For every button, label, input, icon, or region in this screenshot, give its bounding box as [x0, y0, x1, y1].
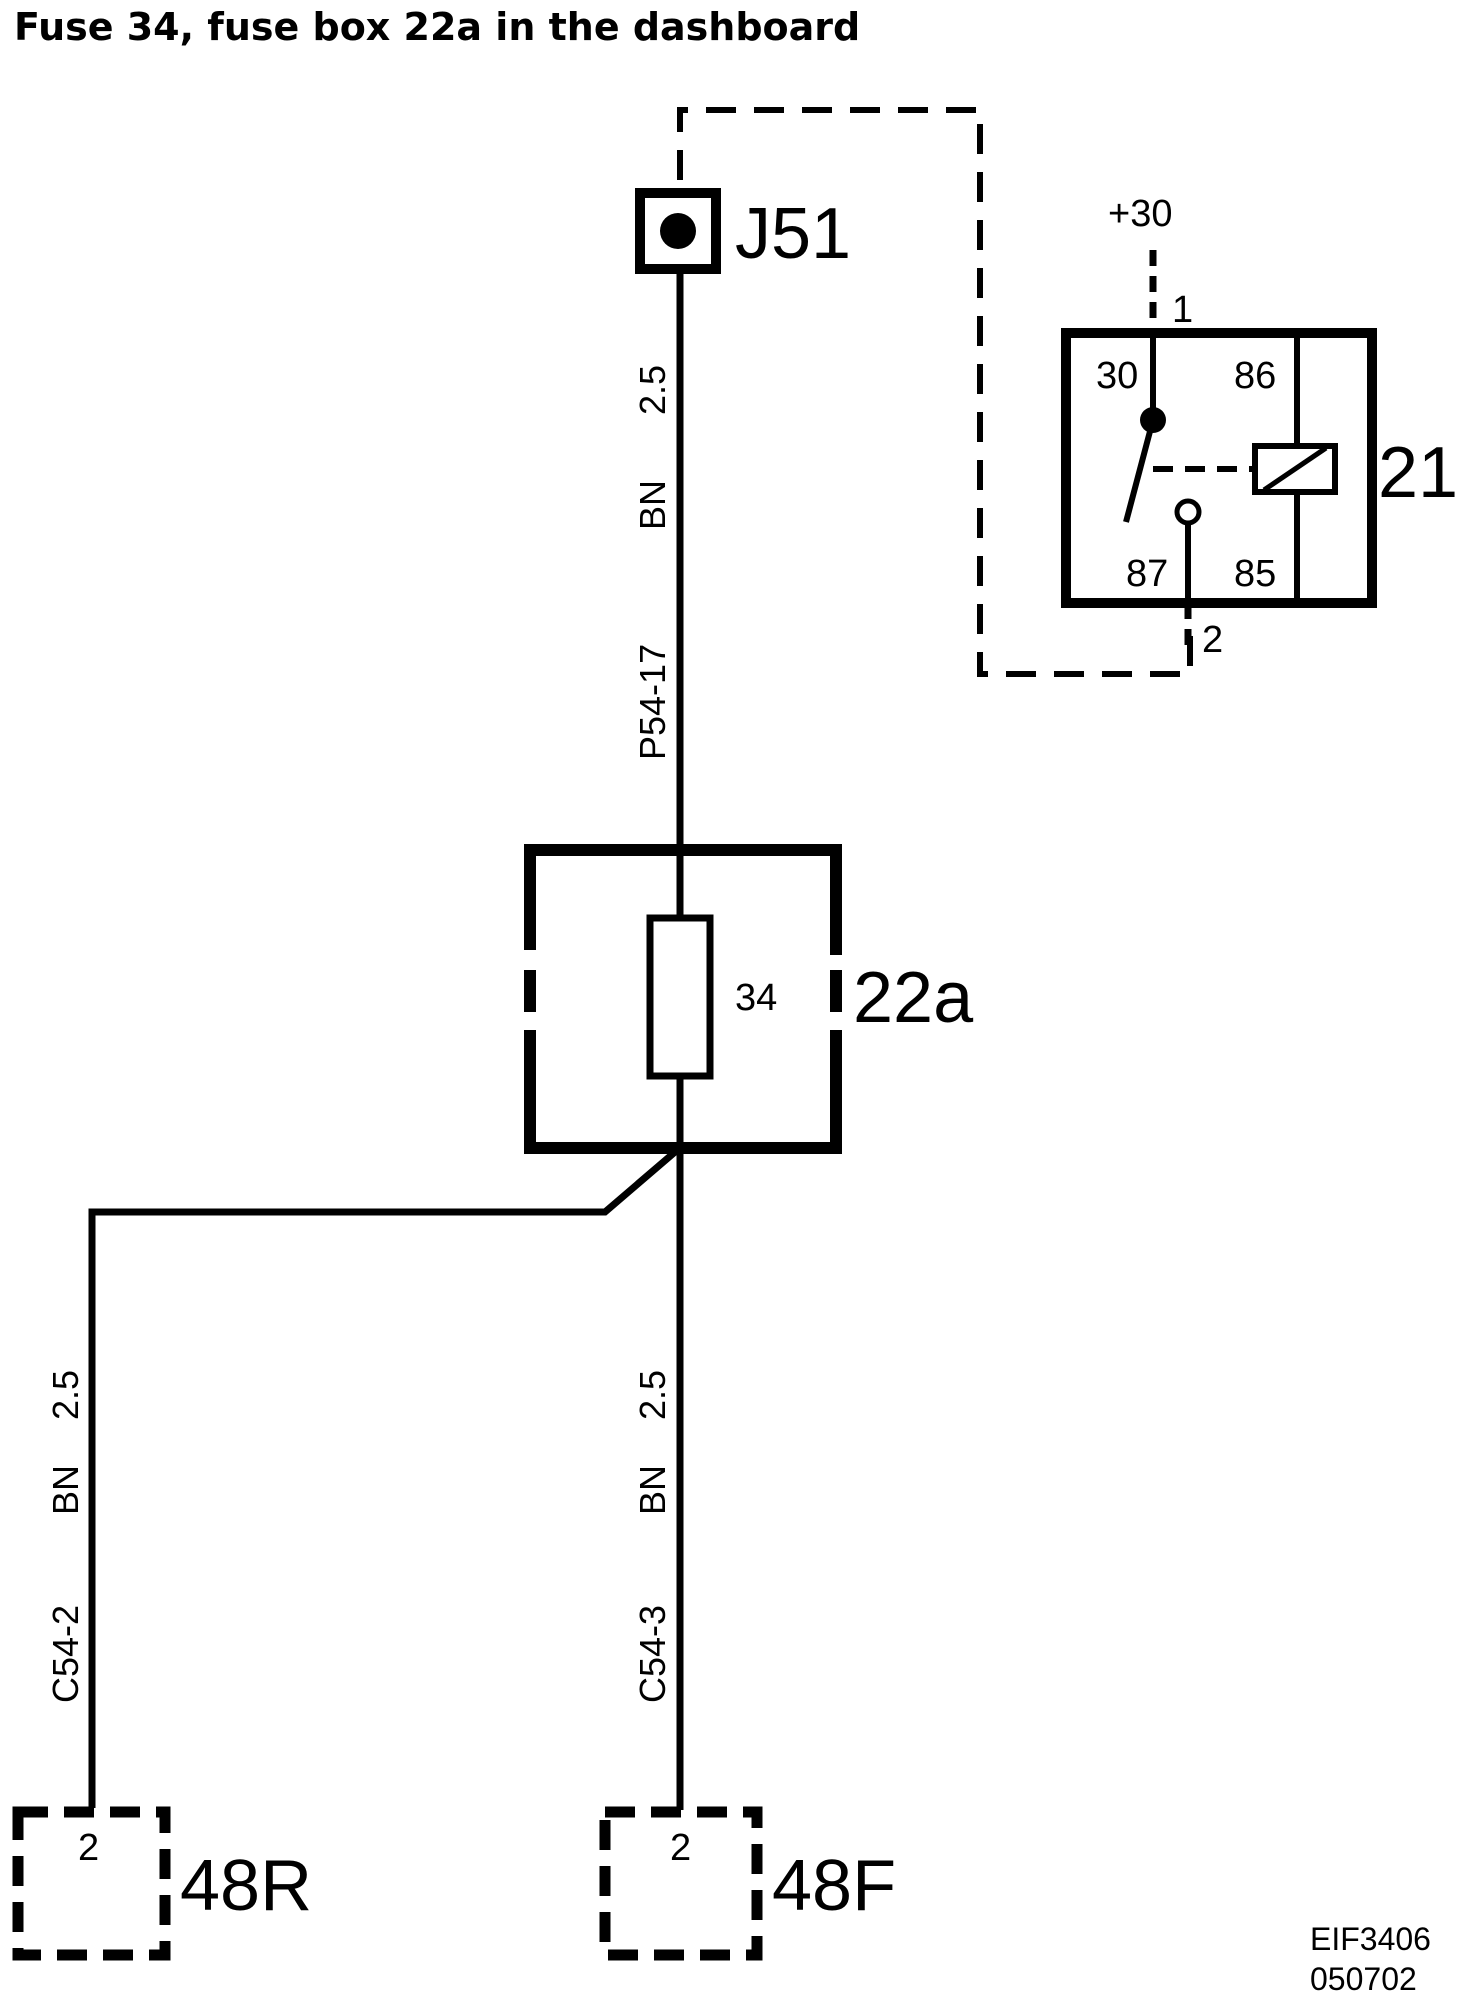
relay-pin-87: 87	[1126, 553, 1168, 595]
component-48r-pin: 2	[78, 1827, 99, 1869]
wire-left-size: 2.5	[45, 1370, 86, 1420]
wire-top-id: P54-17	[632, 644, 673, 760]
drawing-code: EIF3406	[1310, 1921, 1431, 1957]
wire-right-size: 2.5	[632, 1370, 673, 1420]
drawing-date: 050702	[1310, 1961, 1417, 1997]
relay-21: +30 1 30 86 87 85 2 21	[1061, 193, 1458, 661]
fusebox-housing	[524, 844, 842, 1154]
wire-top-labels: 2.5	[632, 365, 673, 415]
connector-j51-label: J51	[735, 194, 851, 274]
component-48f-label: 48F	[772, 1846, 896, 1926]
component-48r-label: 48R	[180, 1846, 312, 1926]
relay-21-label: 21	[1378, 433, 1458, 513]
wire-top-size: 2.5	[632, 365, 673, 415]
component-48f: 2 48F	[599, 1806, 896, 1961]
left-branch-wire	[88, 1149, 678, 1808]
dashed-control-link	[677, 107, 1193, 677]
relay-supply-label: +30	[1108, 193, 1172, 235]
fuse-number: 34	[735, 977, 777, 1019]
relay-switch-arm	[1123, 419, 1156, 523]
component-48r: 2 48R	[12, 1806, 312, 1961]
relay-terminal-1: 1	[1172, 289, 1193, 331]
relay-pin-30: 30	[1096, 355, 1138, 397]
relay-terminal-2: 2	[1202, 619, 1223, 661]
component-48f-housing	[599, 1806, 763, 1961]
component-48r-housing	[12, 1806, 171, 1961]
relay-pin-85: 85	[1234, 553, 1276, 595]
diagram-title: Fuse 34, fuse box 22a in the dashboard	[14, 5, 860, 49]
component-48f-pin: 2	[670, 1827, 691, 1869]
wire-right-id: C54-3	[632, 1605, 673, 1703]
wire-right-color: BN	[632, 1465, 673, 1515]
fusebox-22a-label: 22a	[853, 958, 974, 1038]
wire-top-color: BN	[632, 480, 673, 530]
fusebox-22a: 34 22a	[524, 844, 974, 1154]
relay-pin-86: 86	[1234, 355, 1276, 397]
connector-j51: J51	[635, 188, 851, 274]
wire-left-color: BN	[45, 1465, 86, 1515]
wire-left-id: C54-2	[45, 1605, 86, 1703]
fuse-34	[646, 914, 714, 1080]
